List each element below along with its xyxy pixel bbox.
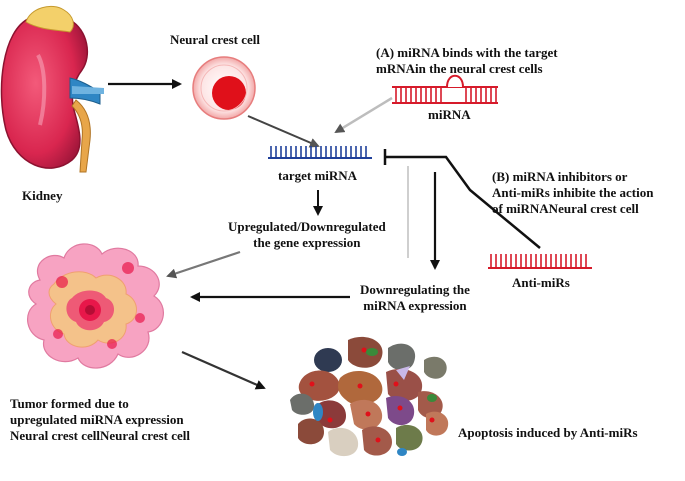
caption-a: (A) miRNA binds with the target mRNAin t… — [376, 45, 558, 77]
tumor-label: Tumor formed due to upregulated miRNA ex… — [10, 396, 190, 444]
neural-crest-cell-illustration — [192, 56, 256, 120]
arrow-mirna-to-target — [334, 96, 393, 134]
downregulating-line-2: miRNA expression — [363, 298, 467, 313]
gene-expression-line-2: the gene expression — [253, 235, 361, 250]
caption-b-line-1: (B) miRNA inhibitors or — [492, 169, 628, 184]
caption-b-line-2: Anti-miRs inhibite the action — [492, 185, 654, 200]
anti-mirs-strand — [488, 254, 592, 269]
mirna-strand — [392, 74, 498, 104]
tumor-line-3: Neural crest cellNeural crest cell — [10, 428, 190, 443]
inhibition-line — [385, 155, 541, 249]
gene-expression-label: Upregulated/Downregulated the gene expre… — [228, 219, 386, 251]
caption-b: (B) miRNA inhibitors or Anti-miRs inhibi… — [492, 169, 653, 217]
tumor-illustration — [27, 243, 164, 369]
apoptosis-illustration — [290, 336, 449, 457]
downregulating-label: Downregulating the miRNA expression — [360, 282, 470, 314]
anti-mirs-label: Anti-miRs — [512, 275, 570, 290]
caption-b-line-3: of miRNANeural crest cell — [492, 201, 639, 216]
downregulating-line-1: Downregulating the — [360, 282, 470, 297]
tumor-line-2: upregulated miRNA expression — [10, 412, 184, 427]
caption-a-line-2: mRNAin the neural crest cells — [376, 61, 543, 76]
arrow-cell-to-target — [247, 115, 320, 148]
target-mirna-strand — [268, 146, 372, 159]
kidney-illustration — [0, 6, 104, 173]
target-mirna-label: target miRNA — [278, 168, 358, 183]
neural-crest-cell-label: Neural crest cell — [170, 32, 260, 47]
kidney-label: Kidney — [22, 188, 63, 203]
arrow-gene-to-tumor — [166, 250, 241, 279]
caption-a-line-1: (A) miRNA binds with the target — [376, 45, 558, 60]
arrow-tumor-to-apoptosis — [181, 350, 266, 390]
gene-expression-line-1: Upregulated/Downregulated — [228, 219, 386, 234]
mirna-label: miRNA — [428, 107, 471, 122]
tumor-line-1: Tumor formed due to — [10, 396, 129, 411]
apoptosis-label: Apoptosis induced by Anti-miRs — [458, 425, 638, 440]
